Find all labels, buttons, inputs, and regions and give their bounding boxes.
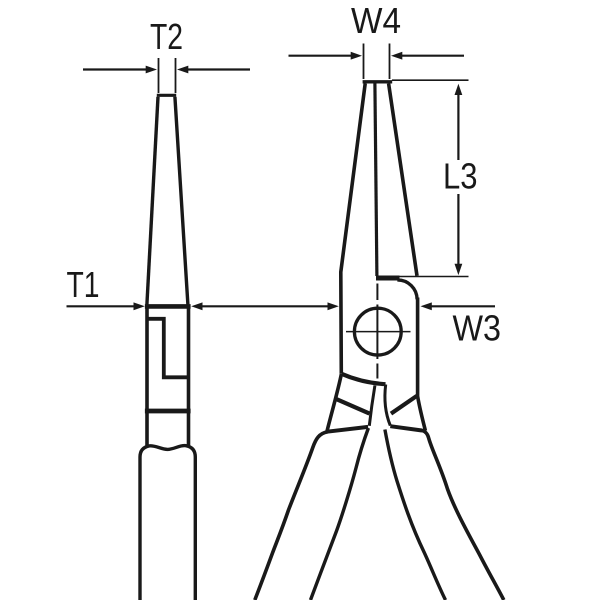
- svg-text:T1: T1: [67, 264, 100, 305]
- svg-text:W4: W4: [351, 0, 401, 41]
- svg-text:T2: T2: [150, 16, 183, 57]
- svg-text:W3: W3: [453, 308, 502, 349]
- svg-text:L3: L3: [443, 156, 478, 197]
